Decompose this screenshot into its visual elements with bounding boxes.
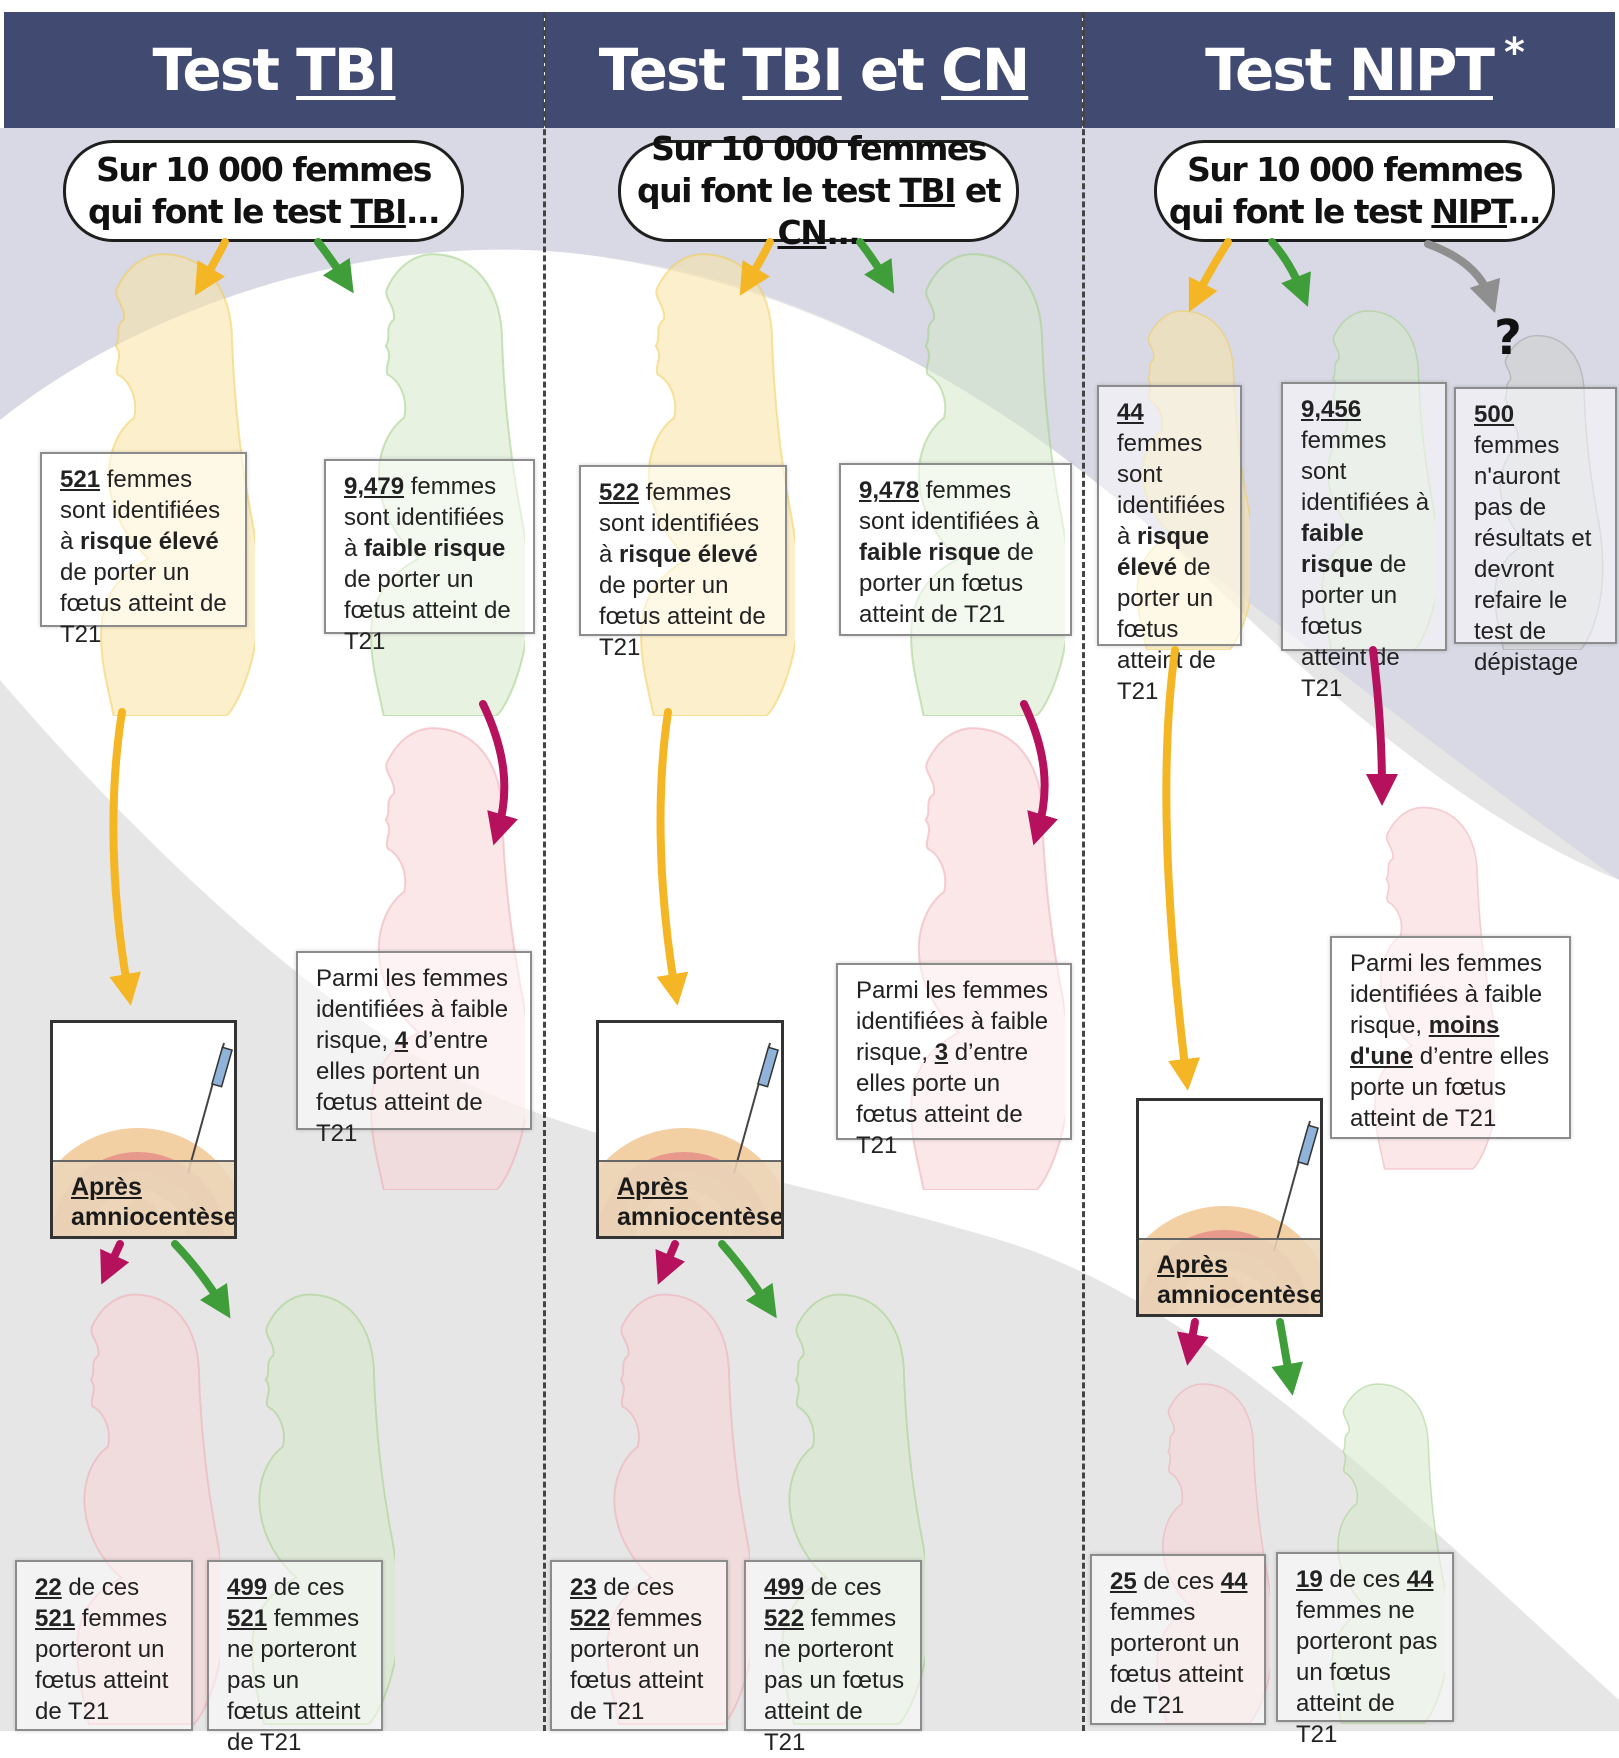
pill-tbi: Sur 10 000 femmes qui font le test TBI..… xyxy=(63,140,464,242)
tbi-cn-low-risk-box: 9,478 femmes sont identifiées à faible r… xyxy=(839,463,1072,636)
nipt-no-result-box: 500 femmes n'auront pas de résultats et … xyxy=(1454,387,1617,644)
tbi-cn-among-low-box: Parmi les femmes identifiées à faible ri… xyxy=(836,963,1072,1140)
tbi-low-risk-box: 9,479 femmes sont identifiées à faible r… xyxy=(324,459,535,634)
header-tbi-cn: Test TBI et CN xyxy=(545,12,1082,128)
header-tbi: Test TBI xyxy=(4,12,544,128)
pill-nipt: Sur 10 000 femmes qui font le test NIPT.… xyxy=(1154,140,1555,242)
tbi-among-low-box: Parmi les femmes identifiées à faible ri… xyxy=(296,951,532,1130)
column-divider-2 xyxy=(1082,12,1085,1731)
nipt-high-risk-box: 44 femmes sont identifiées à risque élev… xyxy=(1097,385,1242,646)
tbi-cn-unaffected-box: 499 de ces 522 femmes ne porteront pas u… xyxy=(744,1560,922,1731)
nipt-affected-box: 25 de ces 44 femmes porteront un fœtus a… xyxy=(1090,1554,1266,1725)
column-divider-1 xyxy=(543,12,546,1731)
header-tbi-title: Test TBI xyxy=(153,36,396,104)
nipt-low-risk-box: 9,456 femmes sont identifiées à faible r… xyxy=(1281,382,1447,651)
asterisk: * xyxy=(1504,30,1523,76)
tbi-unaffected-box: 499 de ces 521 femmes ne porteront pas u… xyxy=(207,1560,383,1731)
header-nipt-title: Test NIPT* xyxy=(1205,36,1493,104)
pill-tbi-cn: Sur 10 000 femmes qui font le test TBI e… xyxy=(618,140,1019,242)
tbi-cn-high-risk-box: 522 femmes sont identifiées à risque éle… xyxy=(579,465,787,636)
header-tbi-cn-title: Test TBI et CN xyxy=(599,36,1029,104)
tbi-high-risk-box: 521 femmes sont identifiées à risque éle… xyxy=(40,452,247,627)
tbi-affected-box: 22 de ces 521 femmes porteront un fœtus … xyxy=(15,1560,193,1731)
nipt-unaffected-box: 19 de ces 44 femmes ne porteront pas un … xyxy=(1276,1552,1454,1722)
nipt-among-low-box: Parmi les femmes identifiées à faible ri… xyxy=(1330,936,1571,1139)
tbi-cn-affected-box: 23 de ces 522 femmes porteront un fœtus … xyxy=(550,1560,728,1731)
question-mark-icon: ? xyxy=(1494,310,1522,366)
header-nipt: Test NIPT* xyxy=(1083,12,1615,128)
